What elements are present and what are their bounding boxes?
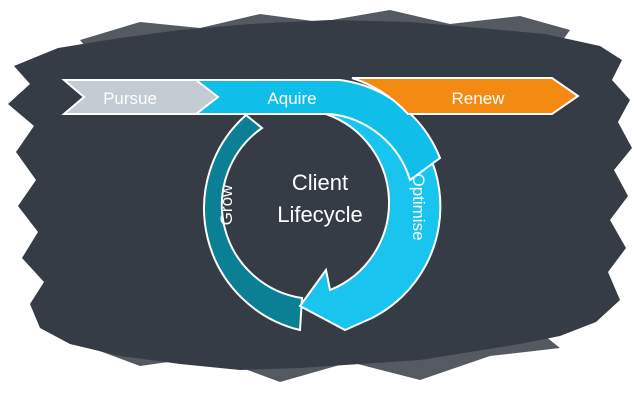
- paint-background-texture-bottom: [70, 332, 560, 382]
- pursue-arrow: [61, 79, 220, 115]
- grow-label: Grow: [217, 184, 236, 225]
- renew-arrow: [351, 77, 580, 115]
- acquire-label: Aquire: [267, 89, 316, 108]
- renew-label: Renew: [452, 89, 506, 108]
- center-title-line1: Client: [292, 170, 348, 195]
- optimise-label: Optimise: [409, 173, 428, 240]
- pursue-label: Pursue: [103, 89, 157, 108]
- grow-segment: [203, 113, 304, 332]
- center-title-line2: Lifecycle: [277, 202, 363, 227]
- paint-background-texture-top: [80, 10, 570, 52]
- acquire-segment: [184, 79, 442, 182]
